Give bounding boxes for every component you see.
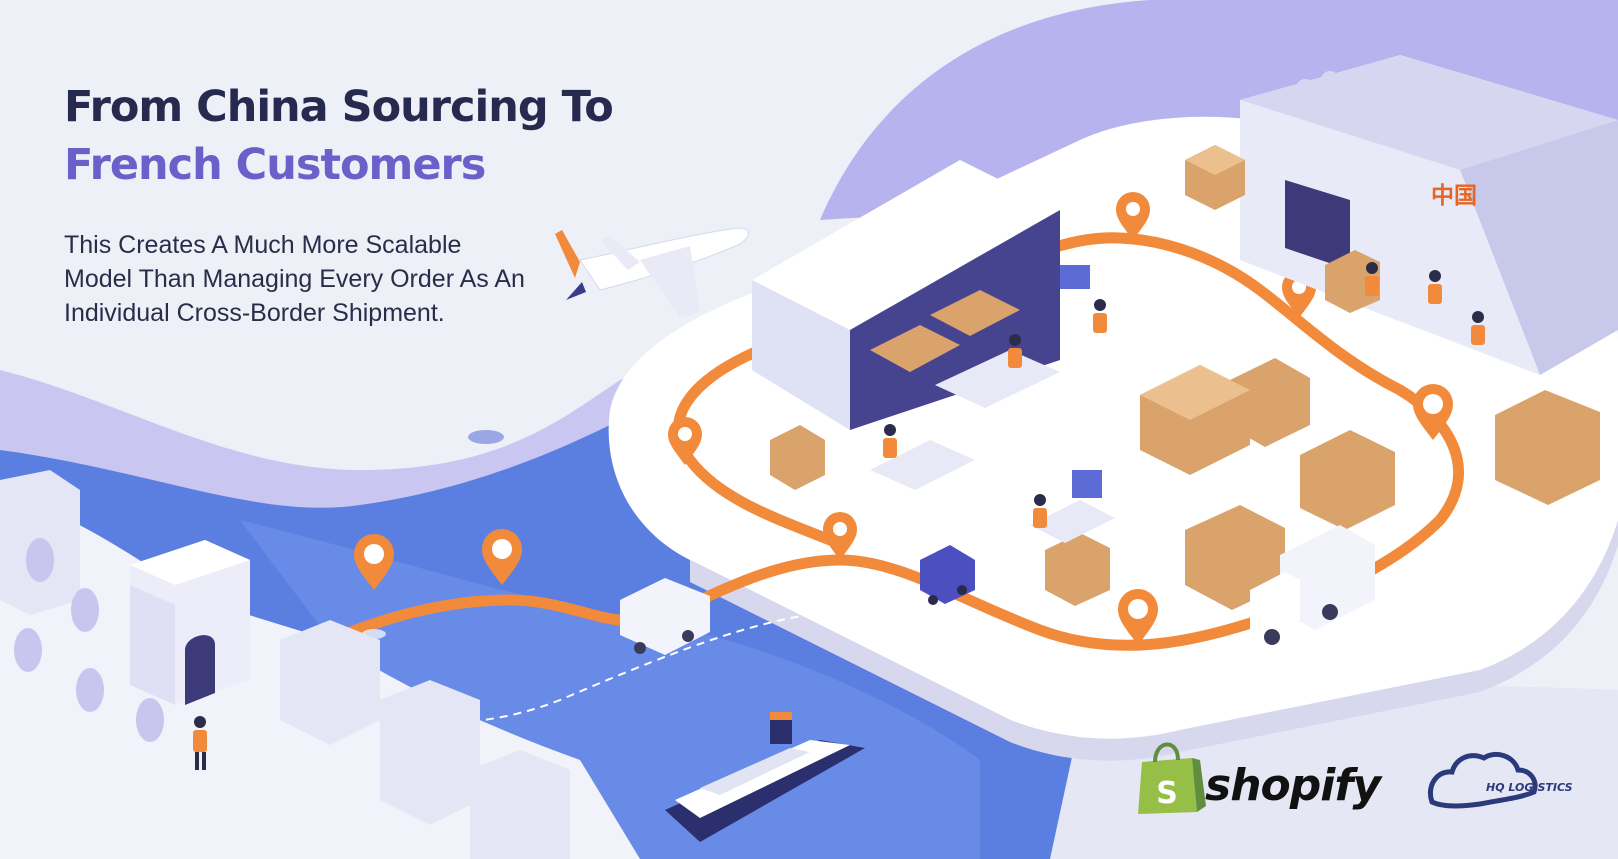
headline: From China Sourcing To French Customers <box>64 78 614 194</box>
location-pin-icon <box>354 534 394 639</box>
arc-de-triomphe-icon <box>130 540 250 705</box>
shopify-bag-icon: S <box>1138 742 1206 814</box>
box-top <box>1140 365 1250 420</box>
airplane-icon <box>555 227 749 318</box>
headline-line-2: French Customers <box>64 140 486 190</box>
description-text: This Creates A Much More Scalable Model … <box>64 231 525 327</box>
location-pin-icon <box>1118 589 1158 645</box>
location-pin-icon <box>823 512 857 560</box>
box-top <box>1185 145 1245 175</box>
location-pin-icon <box>668 417 702 465</box>
warehouse-sign: 中国 <box>1431 183 1477 209</box>
workstation-desks <box>870 265 1115 543</box>
trees <box>14 538 164 742</box>
svg-text:S: S <box>1156 776 1178 811</box>
headline-line-1: From China Sourcing To <box>64 82 614 132</box>
location-pin-icon <box>482 529 522 585</box>
location-pin-icon <box>1413 384 1453 440</box>
platform-edge <box>690 520 1618 761</box>
hq-logistics-logo-text: HQ LOGISTICS <box>1486 781 1573 794</box>
shipping-container-icon <box>752 160 1060 430</box>
cargo-ship-icon <box>665 712 865 842</box>
sea-route <box>299 609 841 725</box>
van-icon <box>920 545 975 605</box>
courier-person <box>193 716 207 770</box>
shopify-logo-text: shopify <box>1205 760 1381 811</box>
delivery-truck-icon <box>620 578 710 655</box>
cloud-logo-icon <box>1428 752 1538 809</box>
delivery-truck-icon <box>1250 525 1375 645</box>
warehouse-workers <box>883 262 1485 528</box>
water-dot <box>468 430 504 444</box>
location-pin-icon <box>1116 192 1150 240</box>
